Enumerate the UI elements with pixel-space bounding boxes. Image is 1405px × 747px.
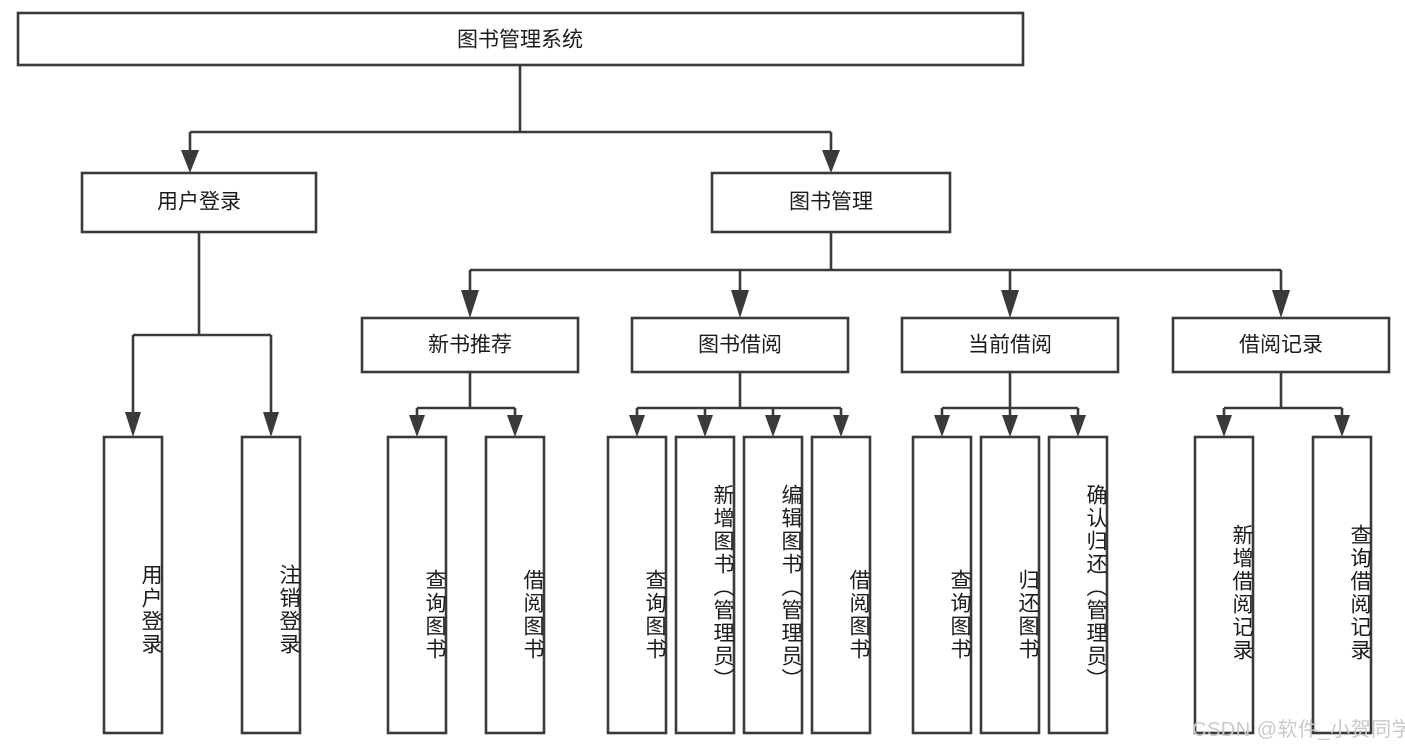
leaf-edit-book-box[interactable] (742, 435, 804, 735)
arrow-head-icon (1070, 415, 1086, 437)
node-book-borrow[interactable]: 图书借阅 (630, 316, 850, 374)
arrow-head-icon (1216, 415, 1232, 437)
arrow-head-icon (731, 290, 749, 318)
leaf-borrow-book-1-box[interactable] (484, 435, 546, 735)
leaf-add-book-box[interactable] (674, 435, 736, 735)
node-user-login[interactable]: 用户登录 (80, 171, 318, 234)
arrow-head-icon (1334, 415, 1350, 437)
arrow-head-icon (629, 415, 645, 437)
connector-borrowrecord-to-leaves (1216, 372, 1350, 437)
arrow-head-icon (765, 415, 781, 437)
arrow-head-icon (409, 415, 425, 437)
node-book-borrow-label: 图书借阅 (698, 334, 782, 357)
connector-newbook-to-leaves (409, 372, 523, 437)
leaf-query-book-1-box[interactable] (386, 435, 448, 735)
node-borrow-record-label: 借阅记录 (1239, 334, 1323, 357)
node-user-login-box[interactable] (80, 171, 318, 234)
leaf-query-book-2-box[interactable] (606, 435, 668, 735)
csdn-watermark: CSDN @软件_小贺同学 (1192, 719, 1405, 741)
connector-bookborrow-to-leaves (629, 372, 849, 437)
arrow-head-icon (181, 150, 199, 173)
leaf-return-book-box[interactable] (979, 435, 1041, 735)
arrow-head-icon (697, 415, 713, 437)
node-book-management-label: 图书管理 (789, 191, 873, 214)
node-borrow-record-box[interactable] (1171, 316, 1391, 374)
node-new-book-recommend-label: 新书推荐 (428, 334, 512, 357)
arrow-head-icon (1272, 290, 1290, 318)
node-root-label: 图书管理系统 (457, 29, 583, 52)
arrow-head-icon (263, 412, 279, 437)
connector-root-to-level2 (181, 65, 840, 173)
arrow-head-icon (934, 415, 950, 437)
arrow-head-icon (461, 290, 479, 318)
leaf-boxes (102, 435, 1373, 735)
node-borrow-record[interactable]: 借阅记录 (1171, 316, 1391, 374)
node-root[interactable]: 图书管理系统 (16, 11, 1025, 67)
leaf-query-record-box[interactable] (1311, 435, 1373, 735)
leaf-confirm-return-box[interactable] (1047, 435, 1109, 735)
node-current-borrow[interactable]: 当前借阅 (900, 316, 1120, 374)
arrow-head-icon (507, 415, 523, 437)
node-book-management[interactable]: 图书管理 (710, 171, 952, 234)
leaf-borrow-book-2-box[interactable] (810, 435, 872, 735)
node-current-borrow-box[interactable] (900, 316, 1120, 374)
node-new-book-recommend[interactable]: 新书推荐 (360, 316, 580, 374)
connector-currentborrow-to-leaves (934, 372, 1086, 437)
arrow-head-icon (125, 412, 141, 437)
leaf-add-record-box[interactable] (1193, 435, 1255, 735)
node-user-login-label: 用户登录 (157, 191, 241, 214)
arrow-head-icon (833, 415, 849, 437)
node-new-book-recommend-box[interactable] (360, 316, 580, 374)
arrow-head-icon (822, 150, 840, 173)
node-book-borrow-box[interactable] (630, 316, 850, 374)
arrow-head-icon (1001, 290, 1019, 318)
node-book-management-box[interactable] (710, 171, 952, 234)
node-current-borrow-label: 当前借阅 (968, 334, 1052, 357)
connector-bookmgmt-to-level3 (461, 232, 1290, 318)
leaf-user-logout-box[interactable] (240, 435, 302, 735)
leaf-query-book-3-box[interactable] (911, 435, 973, 735)
arrow-head-icon (1002, 415, 1018, 437)
leaf-user-login-box[interactable] (102, 435, 164, 735)
connector-userlogin-to-leaves (125, 232, 279, 437)
node-root-box[interactable] (16, 11, 1025, 67)
